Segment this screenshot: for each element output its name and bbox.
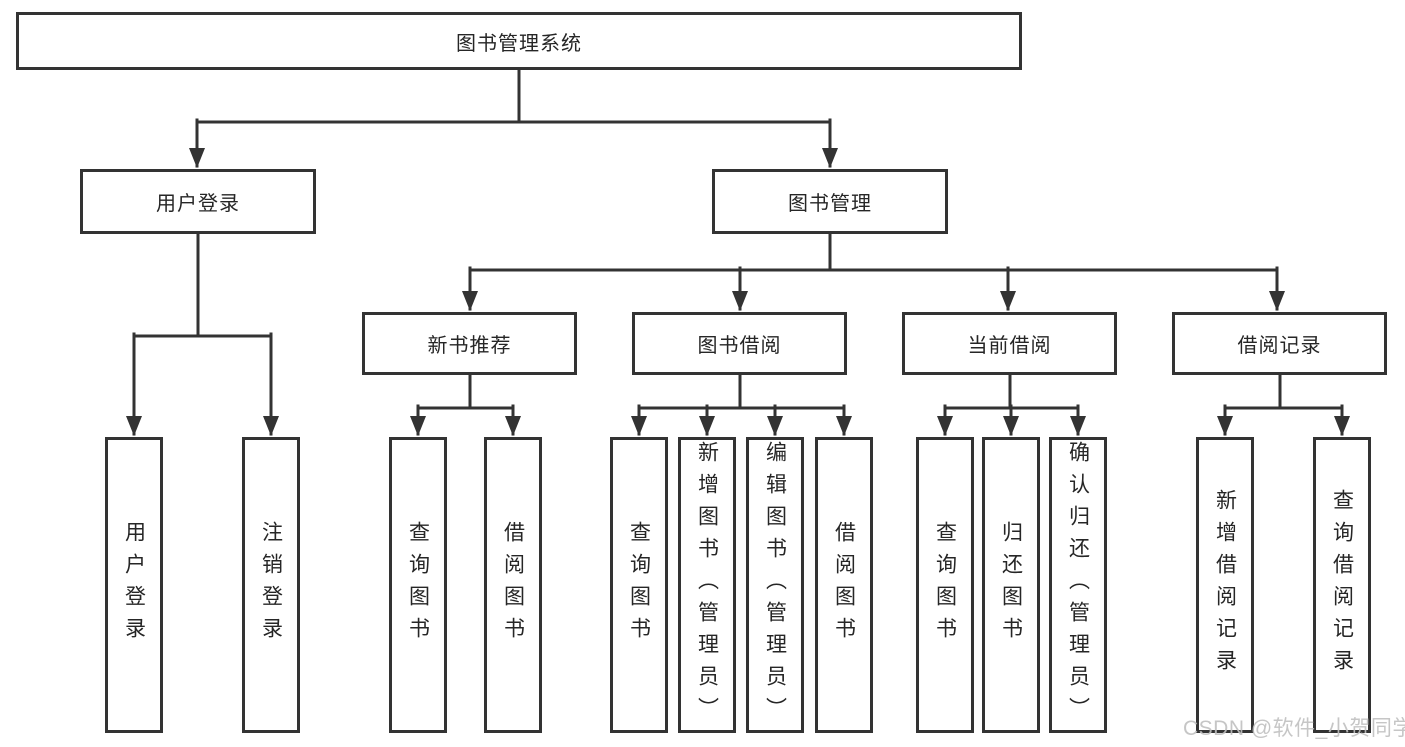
node-new-book-rec-label: 新书推荐 [427, 335, 512, 357]
node-book-mgmt: 图书管理 [712, 169, 948, 234]
node-current-borrow: 当前借阅 [902, 312, 1117, 375]
leaf-bb-borrow-books: 借阅图书 [815, 437, 873, 733]
leaf-user-login: 用户登录 [105, 437, 163, 733]
leaf-bb-edit-book-admin: 编辑图书（管理员） [746, 437, 804, 733]
node-user-login-label: 用户登录 [156, 193, 240, 215]
node-book-mgmt-label: 图书管理 [788, 193, 872, 215]
leaf-bb-edit-book-admin-label: 编辑图书（管理员） [763, 441, 787, 729]
connector-root-split [195, 68, 832, 124]
leaf-bb-query-books: 查询图书 [610, 437, 668, 733]
node-root-system-label: 图书管理系统 [456, 32, 582, 55]
leaf-br-add-record: 新增借阅记录 [1196, 437, 1254, 733]
leaf-cb-return-book: 归还图书 [982, 437, 1040, 733]
leaf-cb-query-books-label: 查询图书 [933, 521, 957, 649]
connector-book-mgmt-split [468, 232, 1279, 272]
leaf-cb-confirm-return-admin: 确认归还（管理员） [1049, 437, 1107, 733]
leaf-rec-borrow-books: 借阅图书 [484, 437, 542, 733]
leaf-bb-query-books-label: 查询图书 [627, 521, 651, 649]
leaf-br-query-record: 查询借阅记录 [1313, 437, 1371, 733]
leaf-rec-query-books-label: 查询图书 [406, 521, 430, 649]
leaf-bb-borrow-books-label: 借阅图书 [832, 521, 856, 649]
node-book-borrow: 图书借阅 [632, 312, 847, 375]
leaf-br-query-record-label: 查询借阅记录 [1330, 489, 1354, 681]
node-current-borrow-label: 当前借阅 [967, 335, 1052, 357]
node-new-book-rec: 新书推荐 [362, 312, 577, 375]
leaf-logout: 注销登录 [242, 437, 300, 733]
leaf-cb-query-books: 查询图书 [916, 437, 974, 733]
node-book-borrow-label: 图书借阅 [697, 335, 782, 357]
node-root-system: 图书管理系统 [16, 12, 1022, 70]
leaf-bb-add-book-admin-label: 新增图书（管理员） [695, 441, 719, 729]
leaf-bb-add-book-admin: 新增图书（管理员） [678, 437, 736, 733]
node-borrow-records: 借阅记录 [1172, 312, 1387, 375]
watermark: CSDN @软件_小贺同学 [1183, 717, 1405, 740]
leaf-logout-label: 注销登录 [259, 521, 283, 649]
connector-new-book-rec-split [416, 373, 515, 410]
leaf-br-add-record-label: 新增借阅记录 [1213, 489, 1237, 681]
leaf-rec-borrow-books-label: 借阅图书 [501, 521, 525, 649]
leaf-cb-confirm-return-admin-label: 确认归还（管理员） [1066, 441, 1090, 729]
connector-book-borrow-split [637, 373, 846, 410]
connector-borrow-records-split [1223, 373, 1344, 410]
leaf-cb-return-book-label: 归还图书 [999, 521, 1023, 649]
node-user-login: 用户登录 [80, 169, 316, 234]
node-borrow-records-label: 借阅记录 [1237, 335, 1322, 357]
connector-user-login-split [132, 232, 273, 338]
leaf-rec-query-books: 查询图书 [389, 437, 447, 733]
leaf-user-login-label: 用户登录 [122, 521, 146, 649]
connector-current-borrow-split [943, 373, 1080, 410]
